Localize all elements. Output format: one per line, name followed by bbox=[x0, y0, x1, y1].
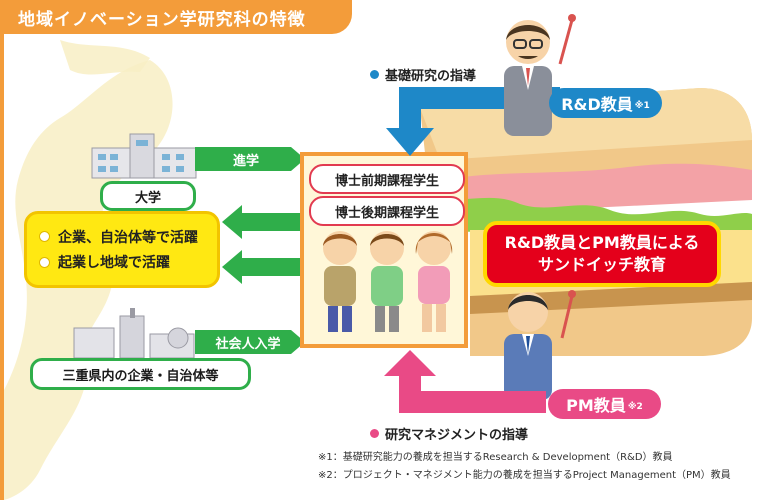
bullet-icon bbox=[370, 70, 379, 79]
adult-entry-arrow bbox=[195, 330, 305, 354]
university-label: 大学 bbox=[100, 181, 196, 211]
frame-line bbox=[0, 34, 4, 500]
rd-teacher-illustration bbox=[504, 14, 576, 136]
pm-teacher-label: PM教員 bbox=[566, 396, 626, 415]
companies-label: 三重県内の企業・自治体等 bbox=[30, 358, 251, 390]
basic-research-guidance: 基礎研究の指導 bbox=[370, 65, 476, 84]
sandwich-education-title: R&D教員とPM教員による サンドイッチ教育 bbox=[483, 221, 721, 287]
students-illustration bbox=[323, 231, 453, 332]
outcome-arrow-1 bbox=[222, 205, 302, 239]
rd-teacher-label: R&D教員 bbox=[561, 95, 633, 114]
rd-teacher-badge: R&D教員 ※1 bbox=[549, 88, 662, 118]
footnote-pm: ※2：プロジェクト・マネジメント能力の養成を担当するProject Manage… bbox=[318, 470, 731, 481]
outcome-item: 起業し地域で活躍 bbox=[39, 252, 205, 272]
sandwich-title-line2: サンドイッチ教育 bbox=[537, 255, 666, 274]
bullet-icon bbox=[39, 256, 50, 268]
factory-icon bbox=[73, 308, 195, 359]
pm-teacher-badge: PM教員 ※2 bbox=[548, 389, 661, 419]
outcome-text: 起業し地域で活躍 bbox=[58, 255, 170, 272]
progression-arrow-label: 進学 bbox=[232, 153, 259, 169]
outcome-item: 企業、自治体等で活躍 bbox=[39, 227, 205, 247]
adult-entry-arrow-label: 社会人入学 bbox=[215, 336, 281, 352]
footnote-rd: ※1：基礎研究能力の養成を担当するResearch & Development（… bbox=[318, 452, 673, 463]
sandwich-title-line1: R&D教員とPM教員による bbox=[504, 233, 700, 252]
research-management-guidance: 研究マネジメントの指導 bbox=[370, 424, 528, 443]
university-building-icon bbox=[91, 133, 197, 179]
pm-teacher-illustration bbox=[504, 290, 576, 400]
doctoral-student-label: 博士後期課程学生 bbox=[309, 196, 465, 226]
master-student-label: 博士前期課程学生 bbox=[309, 164, 465, 194]
progression-arrow bbox=[195, 147, 305, 171]
pm-teacher-note-mark: ※2 bbox=[627, 402, 643, 412]
outcome-arrow-2 bbox=[222, 250, 302, 284]
pm-guidance-arrow bbox=[384, 350, 546, 413]
bullet-icon bbox=[370, 429, 379, 438]
bullet-icon bbox=[39, 231, 50, 243]
page-title: 地域イノベーション学研究科の特徴 bbox=[0, 0, 352, 34]
rd-teacher-note-mark: ※1 bbox=[634, 101, 650, 111]
outcome-text: 企業、自治体等で活躍 bbox=[58, 229, 198, 246]
outcomes-box: 企業、自治体等で活躍 起業し地域で活躍 bbox=[24, 211, 220, 288]
